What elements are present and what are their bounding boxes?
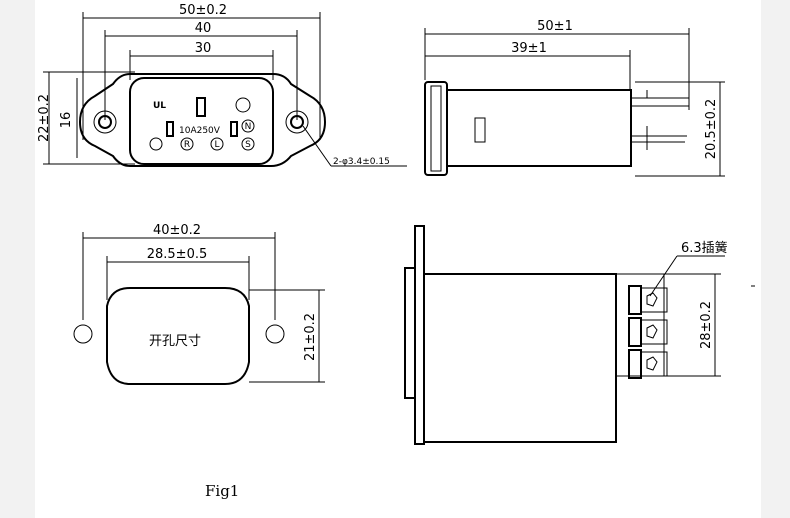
drawing-sheet: 50±0.2 40 30 22±0.2 16 UL 10A250V bbox=[35, 0, 761, 518]
cutout-label: 开孔尺寸 bbox=[149, 334, 201, 349]
terminal-dim-height: 28±0.2 bbox=[699, 301, 714, 349]
front-view: 50±0.2 40 30 22±0.2 16 UL 10A250V bbox=[37, 3, 407, 167]
front-rating: 10A250V bbox=[179, 126, 221, 136]
cutout-dim-width: 28.5±0.5 bbox=[147, 247, 208, 262]
side-dim-body: 39±1 bbox=[511, 41, 547, 56]
ul-mark: UL bbox=[153, 101, 166, 111]
front-dim-40: 40 bbox=[195, 21, 212, 36]
pin-label-l: L bbox=[214, 140, 219, 150]
cutout-dim-holes: 40±0.2 bbox=[153, 223, 201, 238]
side-dim-overall: 50±1 bbox=[537, 19, 573, 34]
front-dim-height: 22±0.2 bbox=[37, 94, 52, 142]
figure-caption: Fig1 bbox=[205, 482, 239, 500]
terminal-note: 6.3插簧 bbox=[681, 240, 728, 256]
front-dim-30: 30 bbox=[195, 41, 212, 56]
front-dim-16: 16 bbox=[59, 112, 74, 129]
pin-label-r: R bbox=[184, 140, 190, 150]
pin-label-n: N bbox=[245, 122, 252, 132]
side-view: 50±1 39±1 20.5±0.2 bbox=[424, 19, 725, 177]
pin-label-s: S bbox=[245, 140, 251, 150]
terminal-view: 6.3插簧 28±0.2 bbox=[404, 225, 755, 445]
front-dim-overall: 50±0.2 bbox=[179, 3, 227, 18]
side-dim-height: 20.5±0.2 bbox=[704, 99, 719, 160]
front-hole-note: 2-φ3.4±0.15 bbox=[333, 157, 390, 167]
cutout-dim-height: 21±0.2 bbox=[303, 313, 318, 361]
technical-drawing: 50±0.2 40 30 22±0.2 16 UL 10A250V bbox=[37, 3, 755, 500]
cutout-view: 40±0.2 28.5±0.5 开孔尺寸 21±0.2 bbox=[73, 223, 325, 385]
